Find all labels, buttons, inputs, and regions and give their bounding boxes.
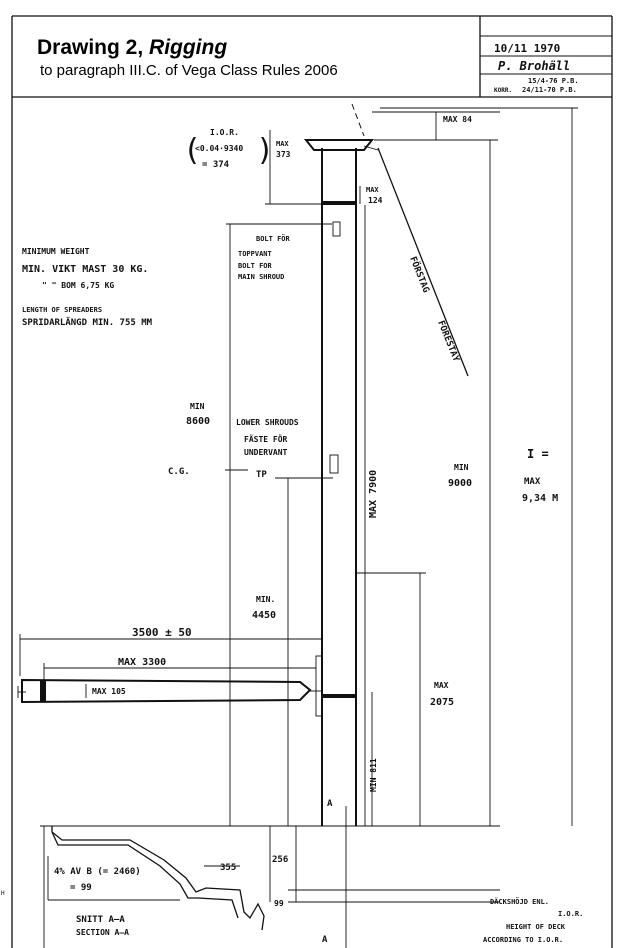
drawing-title: Drawing 2, Rigging	[37, 36, 227, 59]
max-373-label: MAX	[276, 140, 289, 148]
max-2075-label: MAX	[434, 681, 449, 690]
min-811-label: MIN 811	[369, 758, 378, 792]
dim-99: 99	[274, 899, 284, 908]
min-9000-value: 9000	[448, 478, 472, 489]
bolt-sv: BOLT FÖR	[256, 234, 291, 243]
forestay	[351, 103, 469, 377]
i-max: MAX	[524, 477, 541, 487]
edge-mark: H	[1, 890, 5, 897]
i-value: 9,34 M	[522, 493, 558, 504]
deck-sv-1: DÄCKSHÖJD ENL.	[490, 897, 549, 906]
min-4450-label: MIN.	[256, 595, 275, 604]
dim-3500: 3500 ± 50	[132, 626, 192, 639]
section-mark-top: A	[327, 799, 333, 809]
tp-label: TP	[256, 470, 267, 480]
max-124-label: MAX	[366, 186, 379, 194]
min-8600-label: MIN	[190, 402, 205, 411]
undervant: UNDERVANT	[244, 448, 288, 457]
max-2075-value: 2075	[430, 697, 454, 708]
main-shroud-bolt	[332, 221, 341, 237]
min-9000-label: MIN	[454, 463, 469, 472]
gooseneck-fitting	[315, 655, 323, 717]
boom	[17, 678, 322, 704]
drawing-date: 10/11 1970	[494, 42, 560, 55]
percent-value: = 99	[70, 883, 92, 893]
spreaders-en: LENGTH OF SPREADERS	[22, 306, 102, 314]
ior-formula: <0.04·9340	[195, 144, 243, 153]
max-105: MAX 105	[92, 687, 126, 696]
revision-2-prefix: KORR.	[494, 87, 512, 94]
lower-shroud-fitting	[329, 454, 339, 474]
forestay-label: FORESTAY	[435, 319, 461, 363]
max-3300: MAX 3300	[118, 657, 166, 668]
ior-note: I.O.R. <0.04·9340 = 374 ( )	[183, 128, 274, 170]
ior-result: = 374	[202, 160, 230, 170]
deck-sv-2: I.O.R.	[558, 910, 583, 918]
bolt-en: BOLT FOR	[238, 262, 273, 270]
dimension-lines	[19, 107, 578, 948]
main-shroud: MAIN SHROUD	[238, 273, 284, 281]
sheet-frame	[11, 15, 613, 948]
spreaders-sv: SPRIDARLÄNGD MIN. 755 MM	[22, 317, 153, 328]
min-weight-sv: MIN. VIKT MAST 30 KG.	[22, 264, 148, 275]
revision-2: 24/11-70 P.B.	[522, 86, 577, 94]
signature: P. Brohäll	[498, 59, 570, 73]
ior-label: I.O.R.	[210, 128, 239, 137]
boom-weight: " " BOM 6,75 KG	[42, 281, 114, 290]
revision-1: 15/4-76 P.B.	[528, 77, 579, 85]
min-8600-value: 8600	[186, 416, 210, 427]
lower-shrouds: LOWER SHROUDS	[236, 418, 299, 427]
faste-for: FÄSTE FÖR	[244, 434, 288, 444]
min-4450-value: 4450	[252, 610, 276, 621]
i-label: I =	[527, 447, 549, 461]
max-373-value: 373	[276, 150, 291, 159]
drawing-subtitle: to paragraph III.C. of Vega Class Rules …	[40, 62, 338, 79]
dim-355: 355	[220, 863, 236, 873]
section-en: SECTION A–A	[76, 928, 129, 937]
section-mark-bottom: A	[322, 935, 328, 945]
min-weight-en: MINIMUM WEIGHT	[22, 247, 90, 256]
max-124-value: 124	[368, 196, 383, 205]
max-7900-label: MAX 7900	[368, 470, 379, 518]
percent-note: 4% AV B (= 2460)	[54, 867, 141, 877]
toppvant: TOPPVANT	[238, 250, 272, 258]
right-paren: )	[256, 133, 274, 168]
left-paren: (	[183, 133, 201, 168]
dim-256: 256	[272, 855, 288, 865]
section-sv: SNITT A–A	[76, 915, 125, 925]
deck-en-2: ACCORDING TO I.O.R.	[483, 936, 563, 944]
mast	[303, 139, 375, 827]
max-84-label: MAX 84	[443, 115, 472, 124]
deck-en-1: HEIGHT OF DECK	[506, 923, 566, 931]
title-block: Drawing 2, Rigging to paragraph III.C. o…	[37, 16, 612, 97]
cg-label: C.G.	[168, 467, 190, 477]
hull-section	[43, 826, 500, 948]
